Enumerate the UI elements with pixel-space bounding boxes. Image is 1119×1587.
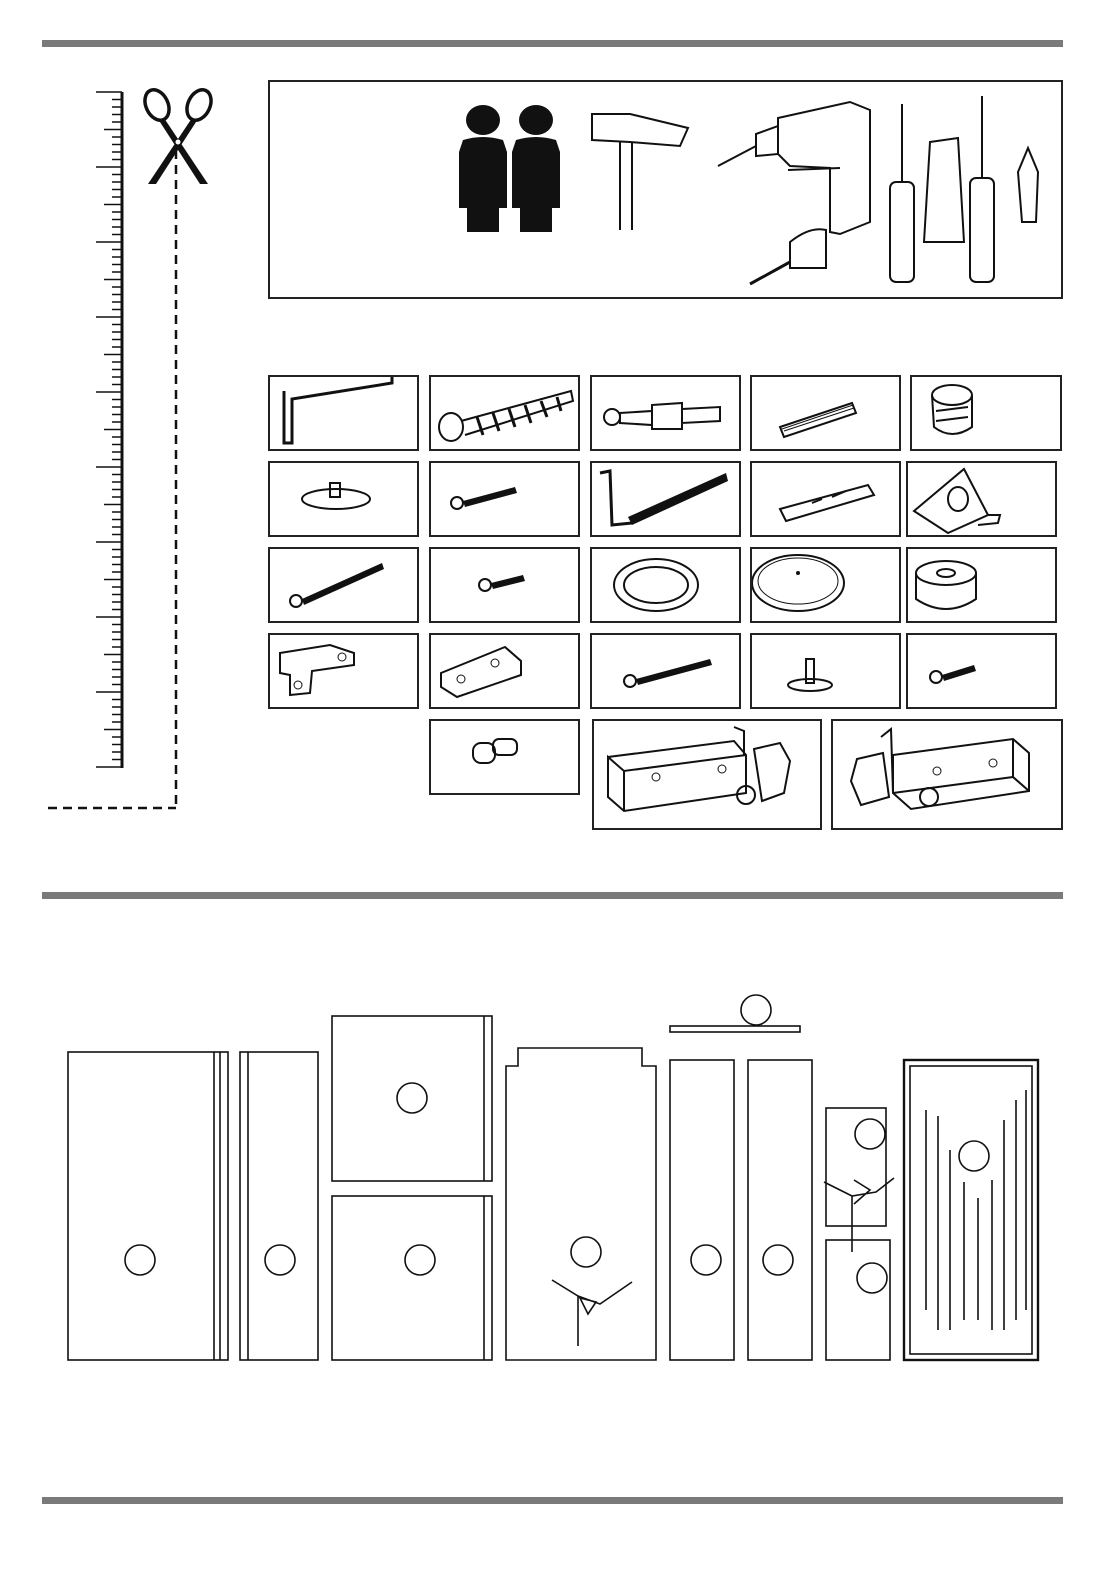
small-panel-lower — [826, 1240, 890, 1360]
hardware-wood-dowel — [750, 375, 901, 451]
small-panel-upper — [824, 1108, 894, 1252]
hardware-long-screw — [268, 547, 419, 623]
two-person-icon — [459, 105, 560, 232]
hardware-swivel-ring — [590, 547, 741, 623]
vertical-divider-right — [748, 1060, 812, 1360]
drawer-lock-right-icon — [833, 721, 1061, 828]
tools-box — [268, 80, 1063, 299]
ruler-icon — [40, 80, 240, 820]
hardware-round-spacer — [906, 547, 1057, 623]
swivel-ring-icon — [592, 549, 739, 621]
hardware-shelf-support-pin — [750, 633, 901, 709]
top-rule — [42, 40, 1063, 47]
confirmat-screw-icon — [431, 377, 578, 449]
hardware-small-screw — [906, 633, 1057, 709]
mounting-plate-icon — [431, 635, 578, 707]
hardware-drawer-lock-right — [831, 719, 1063, 830]
scissors-icon — [138, 84, 218, 188]
top-panel — [332, 1016, 492, 1181]
hardware-mounting-plate — [429, 633, 580, 709]
hardware-furniture-glide — [268, 461, 419, 537]
drill-icon — [718, 102, 870, 234]
side-panel-large — [68, 1052, 228, 1360]
hardware-short-screw — [429, 461, 580, 537]
hardware-drawer-lock-left — [592, 719, 822, 830]
medium-screw-icon — [592, 635, 739, 707]
hardware-turntable-disc — [750, 547, 901, 623]
hardware-allen-key — [268, 375, 419, 451]
hardware-cam-bolt — [590, 375, 741, 451]
shelf-support-pin-icon — [752, 635, 899, 707]
middle-rule — [42, 892, 1063, 899]
tiny-screw-icon — [431, 549, 578, 621]
cam-bolt-icon — [592, 377, 739, 449]
cam-lock-icon — [912, 377, 1060, 449]
short-screw-icon — [431, 463, 578, 535]
furniture-glide-icon — [270, 463, 417, 535]
bottom-panel — [332, 1196, 492, 1360]
flat-screwdriver-icon — [890, 104, 964, 282]
small-screw-icon — [908, 635, 1055, 707]
hardware-t-connector — [268, 633, 419, 709]
round-spacer-icon — [908, 549, 1055, 621]
long-screw-icon — [270, 549, 417, 621]
turntable-disc-icon — [752, 549, 899, 621]
cut-guide — [40, 80, 240, 820]
hardware-cam-lock — [910, 375, 1062, 451]
l-hook-screw-icon — [592, 463, 739, 535]
hardware-tiny-screw — [429, 547, 580, 623]
bottom-rule — [42, 1497, 1063, 1504]
rail-strip — [670, 995, 800, 1032]
hardware-wall-plug — [750, 461, 901, 537]
hardware-shelf-peg — [429, 719, 580, 795]
door-panel — [904, 1060, 1038, 1360]
hammer-icon — [592, 114, 688, 230]
corner-bracket-icon — [908, 463, 1055, 535]
drawer-lock-left-icon — [594, 721, 820, 828]
side-panel-narrow — [240, 1052, 318, 1360]
tape-measure-icon — [750, 229, 826, 284]
wood-dowel-icon — [752, 377, 899, 449]
hardware-medium-screw — [590, 633, 741, 709]
t-connector-icon — [270, 635, 417, 707]
vertical-divider-left — [670, 1060, 734, 1360]
hardware-confirmat-screw — [429, 375, 580, 451]
hardware-l-hook-screw — [590, 461, 741, 537]
hardware-corner-bracket — [906, 461, 1057, 537]
wall-plug-icon — [752, 463, 899, 535]
back-panel — [506, 1048, 656, 1360]
allen-key-icon — [270, 377, 417, 449]
panels-overview — [60, 990, 1050, 1370]
shelf-peg-icon — [431, 721, 578, 793]
phillips-screwdriver-icon — [970, 96, 1038, 282]
